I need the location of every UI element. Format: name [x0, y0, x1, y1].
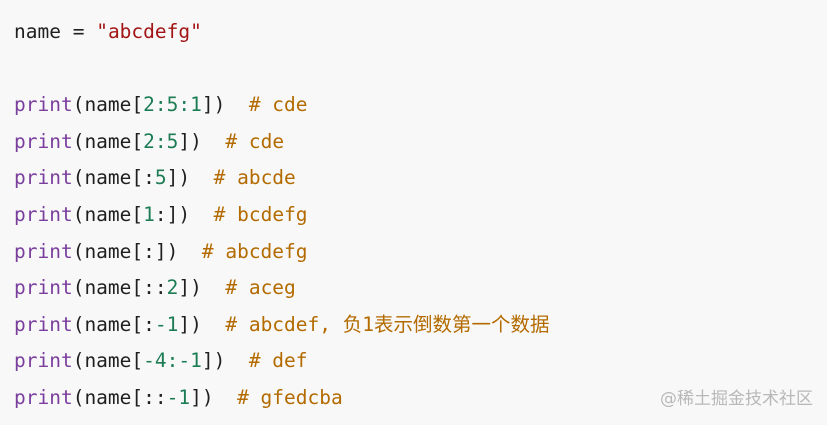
string-literal: "abcdefg": [96, 20, 202, 43]
print-function: print: [14, 93, 73, 117]
code-comment: # abcdef, 负1表示倒数第一个数据: [225, 312, 550, 336]
code-comment: # def: [248, 349, 308, 373]
print-function: print: [14, 202, 73, 226]
code-text: (name[::: [72, 276, 167, 300]
code-text: (name[::: [72, 385, 167, 409]
code-text: (name[: [72, 202, 144, 226]
code-line: print(name[::2]) # aceg: [14, 270, 827, 307]
code-line: print(name[2:5]) # cde: [14, 124, 827, 161]
code-text: (name[: [72, 93, 144, 117]
code-text: ]): [178, 276, 202, 300]
slice-number: -1: [154, 312, 179, 336]
print-function: print: [14, 239, 73, 263]
code-line: print(name[:-1]) # abcdef, 负1表示倒数第一个数据: [14, 307, 827, 344]
code-line: print(name[2:5:1]) # cde: [14, 87, 827, 124]
code-text: ]): [201, 349, 226, 373]
code-text: ]): [190, 385, 214, 409]
code-text: ]): [178, 129, 202, 153]
code-line: print(name[:5]) # abcde: [14, 160, 827, 197]
code-text: ]): [166, 166, 191, 190]
print-function: print: [14, 166, 73, 190]
code-line: print(name[::-1]) # gfedcba: [14, 380, 827, 417]
code-text: (name[:: [72, 166, 155, 190]
slice-number: -1: [166, 385, 191, 409]
code-spacer: [202, 130, 225, 153]
code-spacer: [178, 240, 201, 263]
assign-operator: =: [60, 20, 97, 43]
code-line: print(name[-4:-1]) # def: [14, 343, 827, 380]
slice-number: -4:-1: [143, 349, 202, 373]
variable-name: name: [14, 20, 61, 43]
code-text: :]): [154, 202, 191, 226]
slice-number: 2: [166, 276, 179, 300]
code-text: ]): [154, 239, 179, 263]
code-comment: # cde: [248, 93, 308, 117]
code-spacer: [225, 349, 248, 372]
code-spacer: [214, 386, 237, 409]
watermark: @稀土掘金技术社区: [660, 389, 813, 409]
code-comment: # bcdefg: [213, 202, 308, 226]
print-function: print: [14, 129, 73, 153]
code-text: (name[: [72, 349, 144, 373]
code-spacer: [202, 276, 225, 299]
code-line: print(name[1:]) # bcdefg: [14, 197, 827, 234]
code-comment: # gfedcba: [237, 385, 343, 409]
code-text: ]): [201, 93, 226, 117]
code-text: (name[:: [72, 312, 155, 336]
slice-number: 5: [154, 166, 167, 190]
print-function: print: [14, 276, 73, 300]
code-spacer: [190, 203, 213, 226]
code-comment: # cde: [225, 129, 285, 153]
print-function: print: [14, 349, 73, 373]
code-spacer: [190, 166, 213, 189]
code-spacer: [202, 313, 225, 336]
code-spacer: [225, 93, 248, 116]
code-comment: # abcde: [213, 166, 296, 190]
print-function: print: [14, 385, 73, 409]
slice-number: 1: [143, 202, 155, 226]
code-comment: # aceg: [225, 276, 296, 300]
print-function: print: [14, 312, 73, 336]
code-line: print(name[:]) # abcdefg: [14, 234, 827, 271]
slice-number: 2:5:1: [143, 93, 202, 117]
code-line-blank: [14, 51, 827, 88]
code-text: (name[: [72, 129, 144, 153]
code-text: ]): [178, 312, 202, 336]
code-line-assign: name = "abcdefg": [14, 14, 827, 51]
slice-number: 2:5: [143, 129, 179, 153]
code-text: (name[:: [72, 239, 155, 263]
code-comment: # abcdefg: [201, 239, 308, 263]
